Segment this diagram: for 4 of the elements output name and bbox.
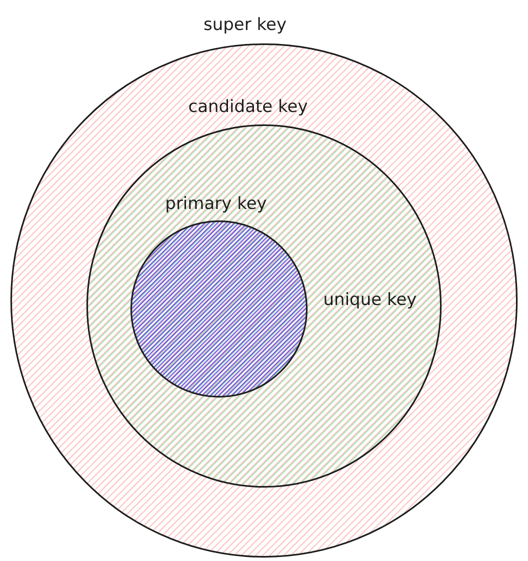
set-label: primary key (165, 194, 267, 214)
region-label: unique key (323, 290, 417, 310)
set-label: super key (203, 15, 287, 35)
set-label: candidate key (188, 97, 308, 117)
